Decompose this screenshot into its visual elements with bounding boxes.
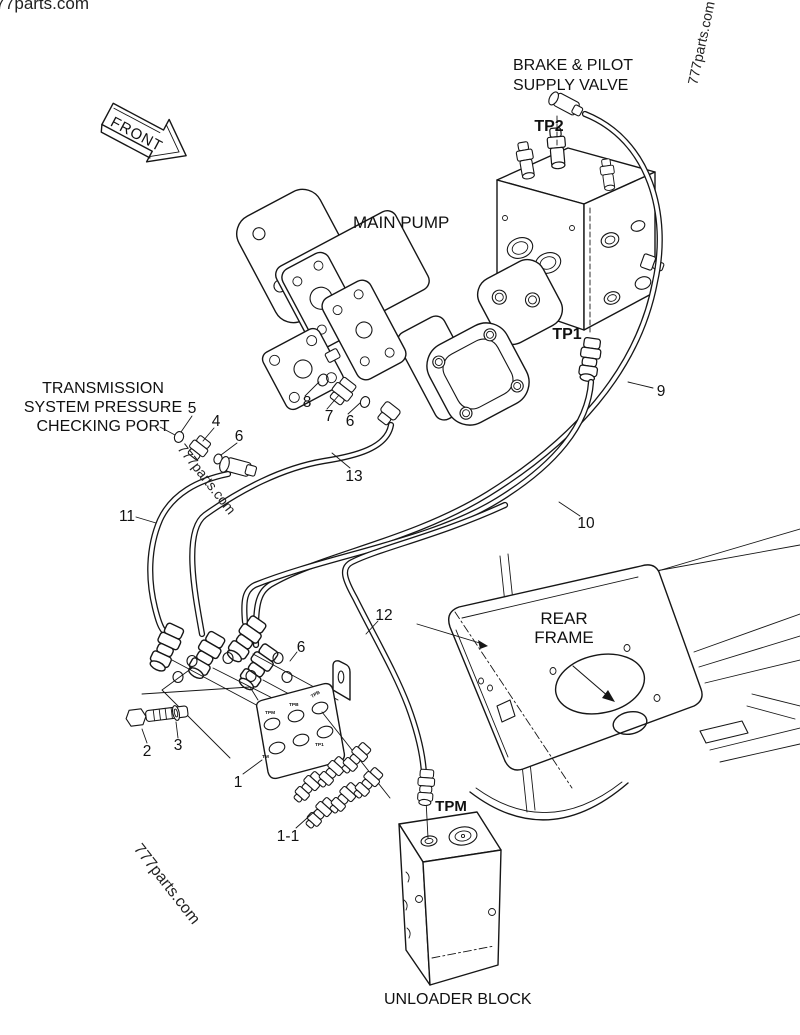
hose-10 xyxy=(241,378,595,626)
fitting-7 xyxy=(329,376,357,406)
callout-3: 3 xyxy=(174,737,183,754)
callout-6c: 6 xyxy=(297,639,306,656)
callout-6b: 6 xyxy=(346,413,355,430)
rear-frame xyxy=(416,553,749,821)
plate-port-label-tpb1: TPB xyxy=(289,702,299,708)
rear-frame-label-line2: FRAME xyxy=(534,628,594,647)
trans-port-label-line1: TRANSMISSION xyxy=(42,380,164,397)
pump-port-fittings xyxy=(317,373,401,426)
rear-frame-label-line1: REAR xyxy=(540,609,587,628)
hose-12 xyxy=(341,501,509,778)
callout-4: 4 xyxy=(212,413,221,430)
tp2-label: TP2 xyxy=(534,118,563,135)
callout-10: 10 xyxy=(577,515,595,532)
callout-1-1: 1-1 xyxy=(277,828,299,845)
callout-2: 2 xyxy=(143,743,152,760)
o-ring-6b xyxy=(359,396,371,408)
frame-rail-lines xyxy=(616,528,800,763)
hose-9 xyxy=(252,110,663,649)
tpm-label: TPM xyxy=(435,798,467,815)
bracket-plate: TPM TPB TPB TM TP1 xyxy=(255,660,391,799)
tp1-fitting xyxy=(576,336,604,384)
watermark-top-left: 777parts.com xyxy=(0,0,89,13)
plate-port-label-tpm: TPM xyxy=(265,710,275,716)
tpm-fitting xyxy=(415,768,436,807)
brake-pilot-label-line1: BRAKE & PILOT xyxy=(513,57,633,74)
plate-port-label-tpb2: TPB xyxy=(310,689,322,699)
trans-port-label-line3: CHECKING PORT xyxy=(36,418,169,435)
callout-8: 8 xyxy=(303,394,312,411)
main-pump-label: MAIN PUMP xyxy=(353,213,449,232)
callout-9: 9 xyxy=(657,383,666,400)
o-ring-8 xyxy=(317,373,329,387)
trans-port-label-line2: SYSTEM PRESSURE xyxy=(24,399,182,416)
fitting-4 xyxy=(187,435,212,461)
elbow-fitting-pump xyxy=(377,401,401,426)
elbow-fitting-checkport xyxy=(219,456,258,477)
callout-11: 11 xyxy=(119,508,135,525)
hoses xyxy=(147,110,663,778)
watermark-top-right: 777parts.com xyxy=(684,0,717,86)
unloader-block xyxy=(398,799,502,986)
callout-1: 1 xyxy=(234,774,243,791)
hose-13 xyxy=(189,421,395,638)
callout-13: 13 xyxy=(345,468,362,485)
main-pump xyxy=(236,188,564,426)
washer-3 xyxy=(171,705,181,721)
callout-12: 12 xyxy=(375,607,392,624)
plate-port-label-tm: TM xyxy=(262,754,269,760)
front-arrow: FRONT xyxy=(100,102,187,163)
plate-port-label-tp1: TP1 xyxy=(315,742,324,748)
tp2-elbow-fitting xyxy=(548,91,584,117)
callout-7: 7 xyxy=(325,408,334,425)
checking-port-parts xyxy=(173,431,258,477)
callout-leaders xyxy=(135,381,654,829)
text-labels: 777parts.com 777parts.com 777parts.com 7… xyxy=(0,0,718,1008)
brake-pilot-label-line2: SUPPLY VALVE xyxy=(513,77,628,94)
callout-5: 5 xyxy=(188,400,197,417)
o-ring-5 xyxy=(173,431,185,443)
hose-11 xyxy=(147,470,232,634)
callout-6a: 6 xyxy=(235,428,244,445)
o-ring-6c xyxy=(172,670,184,684)
tp1-label: TP1 xyxy=(552,326,581,343)
unloader-block-label: UNLOADER BLOCK xyxy=(384,991,532,1008)
watermark-bottom-left: 777parts.com xyxy=(130,841,203,928)
